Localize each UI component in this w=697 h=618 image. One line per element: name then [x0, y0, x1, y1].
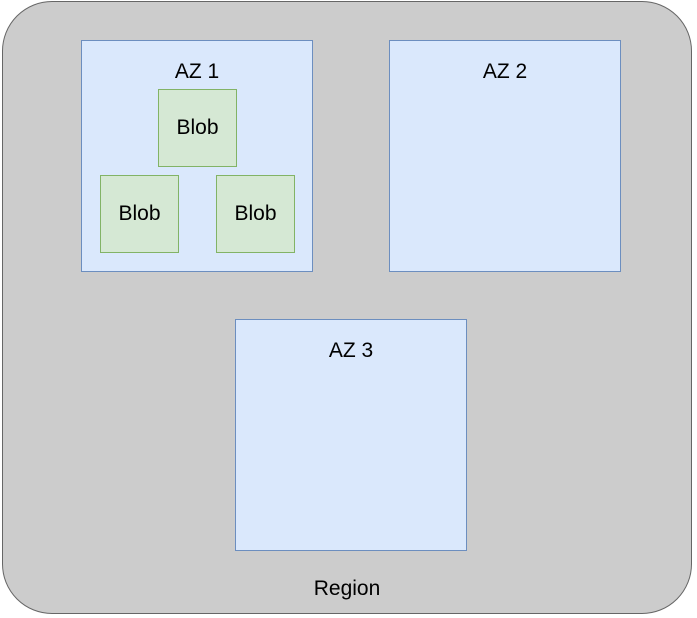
blob-label: Blob	[176, 116, 219, 139]
blob-label: Blob	[118, 202, 161, 225]
blob-node-bottom-left: Blob	[100, 175, 179, 253]
blob-label: Blob	[234, 202, 277, 225]
region-label: Region	[313, 577, 381, 600]
blob-node-top: Blob	[158, 89, 237, 167]
az-2-label: AZ 2	[482, 60, 528, 83]
az-3-label: AZ 3	[328, 339, 374, 362]
blob-node-bottom-right: Blob	[216, 175, 295, 253]
availability-zone-3: AZ 3	[235, 319, 467, 551]
availability-zone-1: AZ 1 Blob Blob Blob	[81, 40, 313, 272]
availability-zone-2: AZ 2	[389, 40, 621, 272]
az-1-label: AZ 1	[174, 60, 220, 83]
